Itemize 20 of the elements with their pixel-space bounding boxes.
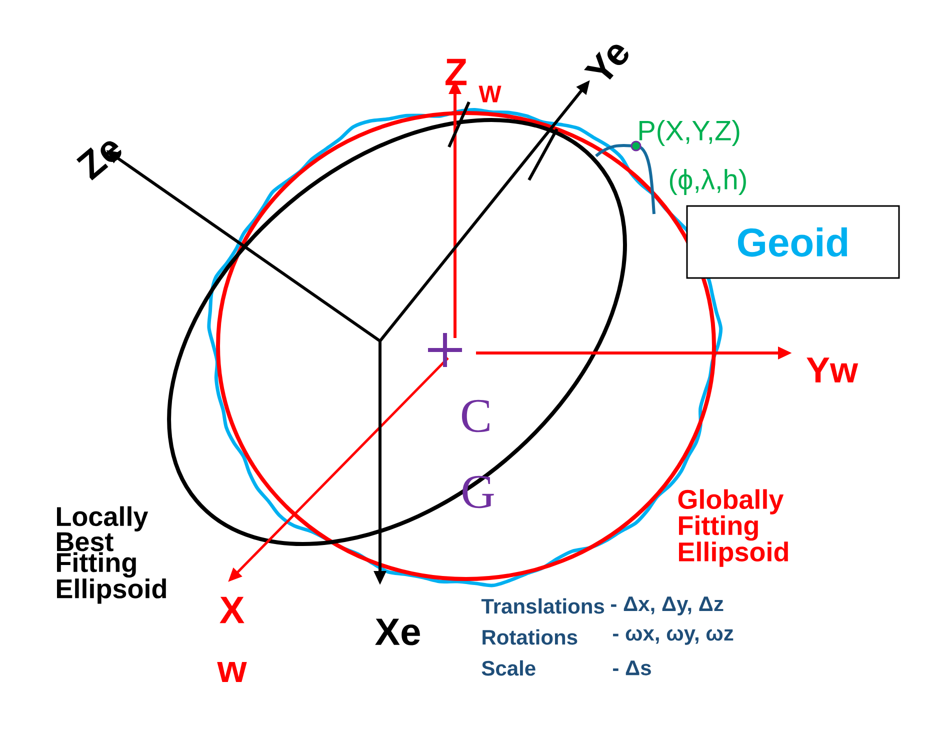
axis-label: Ye (584, 44, 628, 80)
axis-label: Z (446, 58, 467, 86)
parameter-values: - ωx, ωy, ωz (613, 629, 734, 645)
point-label: P(X,Y,Z) (640, 120, 740, 146)
axis-label: X (220, 596, 244, 624)
parameter-values: - Δx, Δy, Δz (611, 596, 724, 616)
parameter-label: Translations (481, 598, 604, 614)
center-label: G (462, 476, 494, 508)
axis-label: Yw (806, 358, 858, 382)
label-box: Geoid (686, 205, 900, 279)
parameter-label: Scale (482, 660, 536, 676)
point-label: (ϕ,λ,h) (670, 168, 746, 196)
axis-label: Xe (375, 618, 420, 646)
axis-label: w (217, 662, 247, 682)
center-label: C (462, 400, 490, 432)
ellipsoid-label: Locally Best Fitting Ellipsoid (57, 506, 166, 604)
axis-label: W (478, 86, 502, 102)
ellipsoid-label: Globally Fitting Ellipsoid (678, 489, 788, 567)
parameter-values: - Δs (613, 660, 651, 676)
parameter-label: Rotations (482, 629, 578, 645)
